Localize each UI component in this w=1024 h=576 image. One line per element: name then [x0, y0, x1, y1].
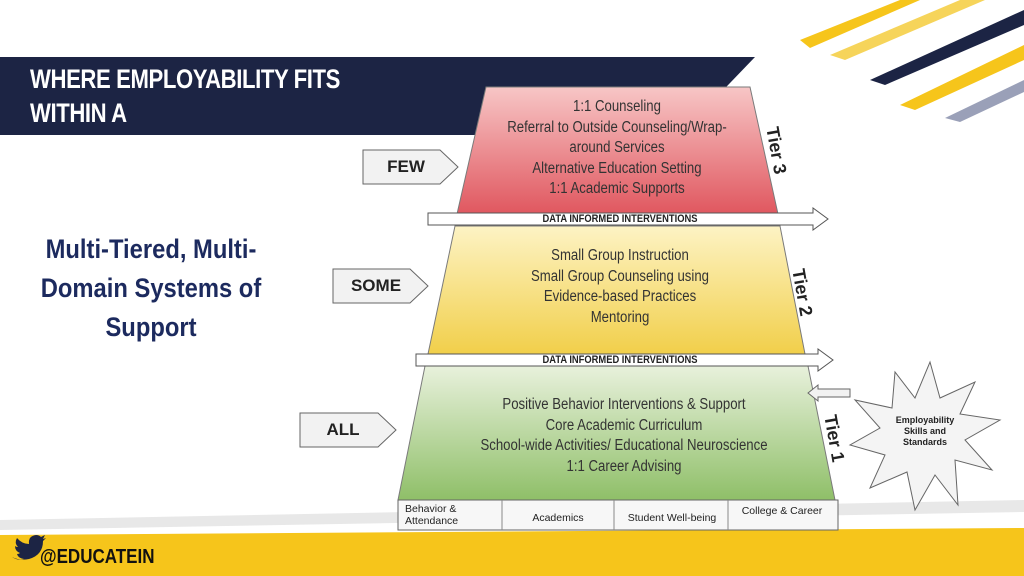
list-item: Evidence-based Practices: [543, 288, 697, 305]
some-arrow: [332, 268, 429, 304]
twitter-handle: @EDUCATEIN: [40, 546, 155, 568]
list-item: Small Group Counseling using: [531, 267, 709, 285]
star-text: Employability Skills and Standards: [880, 415, 970, 448]
few-label: FEW: [387, 157, 425, 176]
all-label: ALL: [326, 420, 360, 439]
list-item: Positive Behavior Interventions & Suppor…: [502, 396, 746, 413]
star-line-1: Employability: [895, 415, 955, 425]
star-line-3: Standards: [902, 437, 947, 447]
tier-3-items: 1:1 Counseling Referral to Outside Couns…: [502, 97, 732, 200]
divider-arrow-1: [427, 207, 829, 231]
tier-1-items: Positive Behavior Interventions & Suppor…: [463, 395, 786, 477]
title-line-1: WHERE EMPLOYABILITY FITS WITHIN A: [30, 64, 340, 128]
few-arrow: [362, 149, 459, 185]
some-label: SOME: [350, 276, 402, 295]
domain-bar: [397, 499, 839, 531]
list-item: 1:1 Counseling: [573, 98, 661, 115]
list-item: Small Group Instruction: [551, 247, 689, 264]
domain-college-career: College & Career: [741, 505, 823, 517]
star-burst: [848, 360, 1002, 512]
page-title: WHERE EMPLOYABILITY FITS WITHIN A WHOLE …: [30, 62, 391, 164]
title-line-2: WHOLE CHILD APPROACH: [30, 132, 311, 162]
domain-behavior: Behavior & Attendance: [405, 503, 459, 527]
list-item: around Services: [569, 139, 665, 156]
domain-academics: Academics: [532, 512, 584, 524]
domain-wellbeing: Student Well-being: [627, 512, 717, 524]
divider-label-1: DATA INFORMED INTERVENTIONS: [542, 213, 698, 225]
star-line-2: Skills and: [903, 426, 947, 436]
list-item: Mentoring: [590, 308, 650, 326]
side-title: Multi-Tiered, Multi-Domain Systems of Su…: [40, 234, 262, 342]
divider-label-2: DATA INFORMED INTERVENTIONS: [542, 354, 698, 366]
twitter-bird-icon: [12, 535, 46, 560]
star-arrow: [807, 383, 851, 403]
list-item: 1:1 Career Advising: [566, 457, 682, 475]
tier-2-items: Small Group Instruction Small Group Coun…: [501, 246, 739, 328]
divider-arrow-2: [415, 348, 834, 372]
list-item: 1:1 Academic Supports: [549, 180, 685, 197]
list-item: Referral to Outside Counseling/Wrap-: [507, 118, 727, 136]
all-arrow: [299, 412, 397, 448]
list-item: Alternative Education Setting: [532, 159, 702, 177]
list-item: Core Academic Curriculum: [545, 416, 703, 434]
list-item: School-wide Activities/ Educational Neur…: [480, 437, 768, 454]
